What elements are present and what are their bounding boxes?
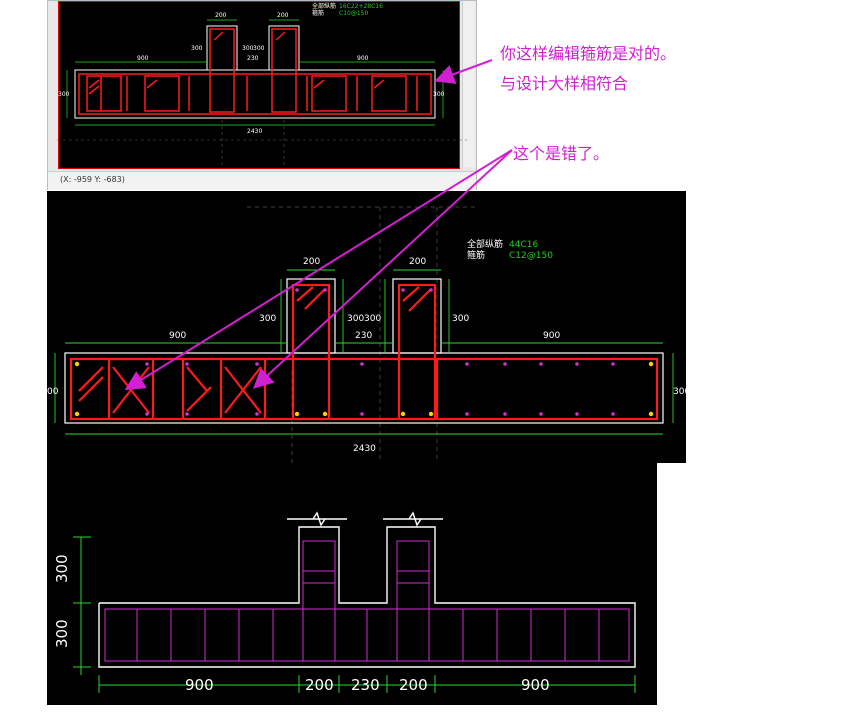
mid-legend-value1: 44C16: [509, 240, 538, 250]
bottom-panel: [47, 463, 657, 705]
mid-legend-line2: 箍筋: [467, 249, 485, 261]
mid-dim-stem-height-left: 300: [259, 314, 276, 324]
mid-dim-height-left: 00: [47, 387, 59, 397]
mid-legend-line1: 全部纵筋: [467, 238, 503, 250]
top-dim-height-left: 300: [58, 91, 70, 98]
middle-panel-drawing: 200 200 300 300 300 300 900 230 900 2430…: [47, 206, 686, 463]
mid-dim-stem-height-right: 300: [452, 314, 469, 324]
annotation-correct-line2: 与设计大样相符合: [500, 74, 629, 93]
top-dim-middle: 230: [247, 55, 259, 62]
top-dim-wing-right: 900: [357, 55, 369, 62]
bottom-dim-middle: 230: [351, 676, 380, 694]
mid-dim-stem-right: 200: [409, 257, 426, 267]
top-panel-scrollbar[interactable]: [462, 1, 475, 167]
status-bar: (X: -959 Y: -683): [48, 171, 476, 190]
mid-dim-stem-height-mid1: 300: [347, 314, 364, 324]
mid-dim-height-right: 300: [673, 387, 686, 397]
top-dim-gap-mid: 300: [253, 45, 265, 52]
top-legend-value2: C10@150: [339, 10, 368, 17]
top-dim-stem-right: 200: [277, 12, 289, 19]
mid-dim-stem-left: 200: [303, 257, 320, 267]
top-dim-stem-height: 300: [191, 45, 203, 52]
mid-dim-middle: 230: [355, 331, 372, 341]
top-legend-line1: 全部纵筋: [312, 2, 336, 10]
arrow-wrong-left: [124, 149, 513, 391]
bottom-dim-vertical-bottom: 300: [53, 619, 71, 648]
annotation-correct-line1: 你这样编辑箍筋是对的。: [500, 44, 677, 63]
arrow-correct: [434, 59, 493, 84]
bottom-dim-wing-right: 900: [521, 676, 550, 694]
top-panel-drawing: 200 200 900 300 300 230 900 2430 300 300…: [57, 2, 467, 168]
bottom-dim-wing-left: 900: [185, 676, 214, 694]
status-coordinates: (X: -959 Y: -683): [60, 175, 125, 184]
mid-dim-total: 2430: [353, 444, 376, 454]
mid-dim-wing-left: 900: [169, 331, 186, 341]
mid-legend-value2: C12@150: [509, 251, 553, 261]
top-dim-stem-left: 200: [215, 12, 227, 19]
top-legend-line2: 箍筋: [312, 9, 324, 17]
top-panel-canvas: [58, 1, 460, 169]
top-dim-wing-left: 900: [137, 55, 149, 62]
arrow-wrong-right: [253, 149, 513, 389]
top-dim-total: 2430: [247, 128, 262, 135]
top-legend-value1: 16C22+28C16: [339, 3, 383, 10]
mid-dim-wing-right: 900: [543, 331, 560, 341]
bottom-dim-vertical-top: 300: [53, 554, 71, 583]
top-dim-gap-left: 300: [242, 45, 254, 52]
bottom-dim-stem-right: 200: [399, 676, 428, 694]
top-dim-height-right: 300: [433, 91, 445, 98]
mid-dim-stem-height-mid2: 300: [364, 314, 381, 324]
bottom-panel-drawing: 300 300 900 200 230 200 900: [53, 511, 636, 694]
annotation-wrong: 这个是错了。: [513, 144, 610, 163]
bottom-dim-stem-left: 200: [305, 676, 334, 694]
